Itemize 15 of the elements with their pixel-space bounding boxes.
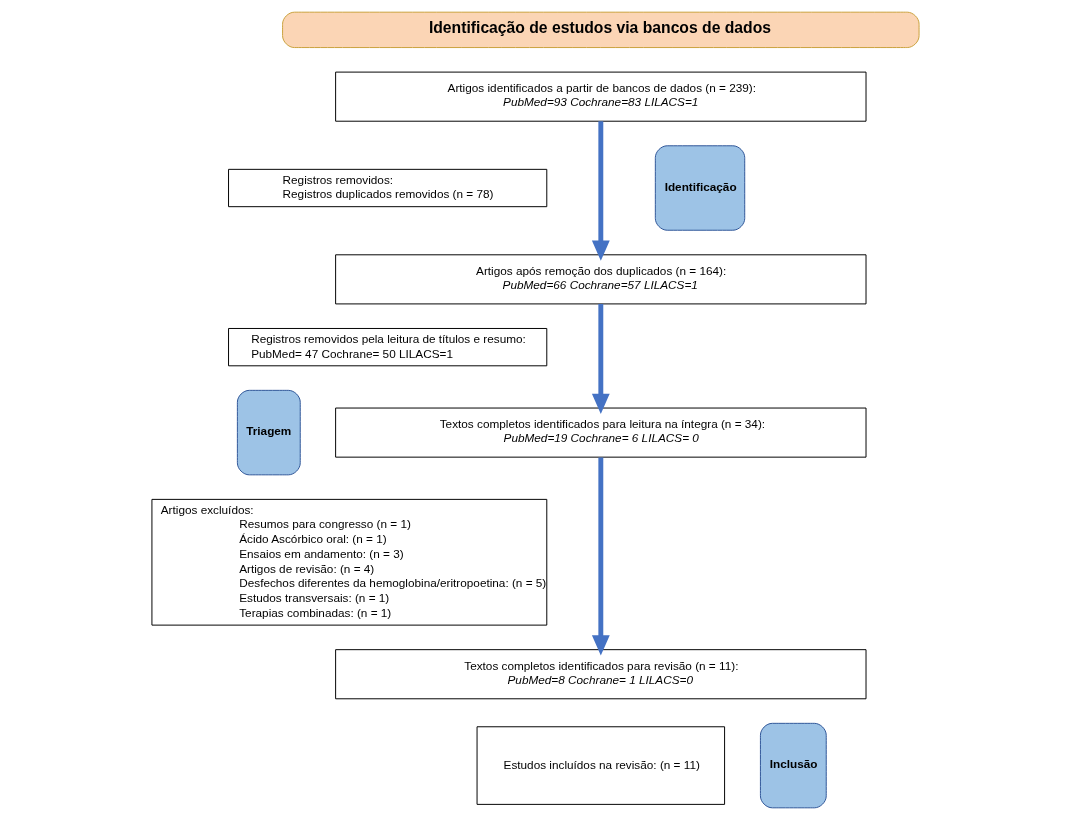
node-box: Registros removidos: Registros duplicados removidos (n = 78) — [227, 168, 547, 208]
node-box: Textos completos identificados para revisão (n = 11): PubMed=8 Cochrane= 1 LILACS=0 — [334, 649, 866, 700]
node-box: Estudos incluídos na revisão: (n = 11) — [476, 726, 725, 805]
node-box: Artigos identificados a partir de bancos de dados (n = 239): PubMed=93 Cochrane=83 LILACS=1 — [334, 71, 866, 122]
node-box: Identificação — [654, 145, 745, 231]
node-box: Artigos após remoção dos duplicados (n = 164): PubMed=66 Cochrane=57 LILACS=1 — [334, 254, 866, 305]
node-box: Identificação de estudos via bancos de dados — [281, 11, 920, 49]
arrow — [591, 457, 610, 656]
arrow — [591, 121, 610, 261]
node-box: Inclusão — [759, 722, 827, 809]
node-box: Triagem — [236, 389, 301, 476]
arrow — [591, 304, 610, 414]
node-box: Textos completos identificados para leitura na íntegra (n = 34): PubMed=19 Cochrane= 6 LILACS= 0 — [334, 407, 866, 458]
node-box: Registros removidos pela leitura de títulos e resumo: PubMed= 47 Cochrane= 50 LILACS=1 — [227, 328, 547, 367]
node-box: Artigos excluídos: Resumos para congresso (n = 1) Ácido Ascórbico oral: (n = 1) Ensaios em andamento: (n = 3) Artigos de revisão: (n = 4) Desfechos diferentes da hemoglobina/eritropoetina: (n = 5) Estudos transversais: (n = 1) Terapias combinadas: (n = 1) — [150, 498, 547, 626]
